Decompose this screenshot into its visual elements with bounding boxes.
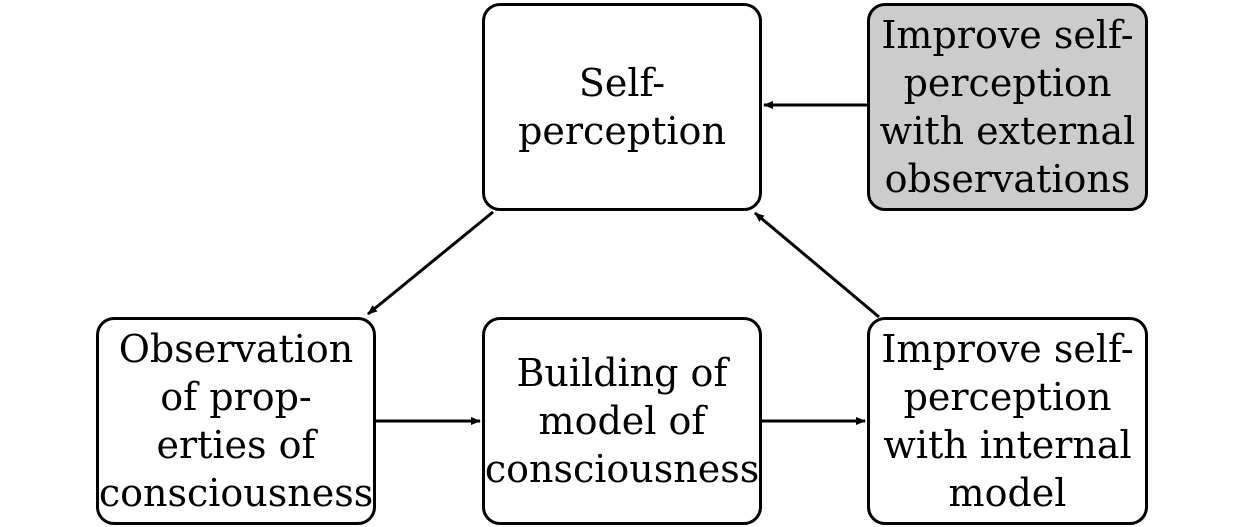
node-line: consciousness — [98, 471, 374, 515]
edge-self-perception-to-observation — [367, 210, 494, 316]
node-line: with internal — [883, 423, 1132, 467]
node-line: Improve self- — [881, 327, 1134, 371]
node-line: erties of — [156, 423, 316, 467]
node-line: Self- — [578, 61, 666, 105]
node-line: perception — [903, 61, 1112, 105]
node-line: consciousness — [484, 447, 760, 491]
node-observation: Observation of prop- erties of conscious… — [96, 317, 376, 525]
node-line: perception — [518, 109, 726, 153]
node-self-perception-label: Self- perception — [518, 59, 726, 155]
node-line: observations — [884, 157, 1131, 201]
node-self-perception: Self- perception — [482, 3, 762, 211]
node-line: model — [948, 471, 1067, 515]
node-improve-internal-label: Improve self- perception with internal m… — [881, 325, 1133, 517]
node-line: Building of — [516, 351, 728, 395]
node-line: perception — [903, 375, 1112, 419]
node-line: Improve self- — [881, 13, 1134, 57]
node-line: model of — [538, 399, 706, 443]
node-line: of prop- — [160, 375, 312, 419]
node-line: with external — [879, 109, 1136, 153]
node-line: Observation — [118, 327, 354, 371]
node-building-model-label: Building of model of consciousness — [485, 349, 759, 493]
node-improve-external-label: Improve self- perception with external o… — [880, 11, 1136, 203]
node-improve-internal: Improve self- perception with internal m… — [867, 317, 1148, 525]
node-improve-external: Improve self- perception with external o… — [867, 3, 1148, 211]
edge-internal-to-self-perception — [754, 211, 880, 319]
node-building-model: Building of model of consciousness — [482, 317, 762, 525]
node-observation-label: Observation of prop- erties of conscious… — [99, 325, 373, 517]
